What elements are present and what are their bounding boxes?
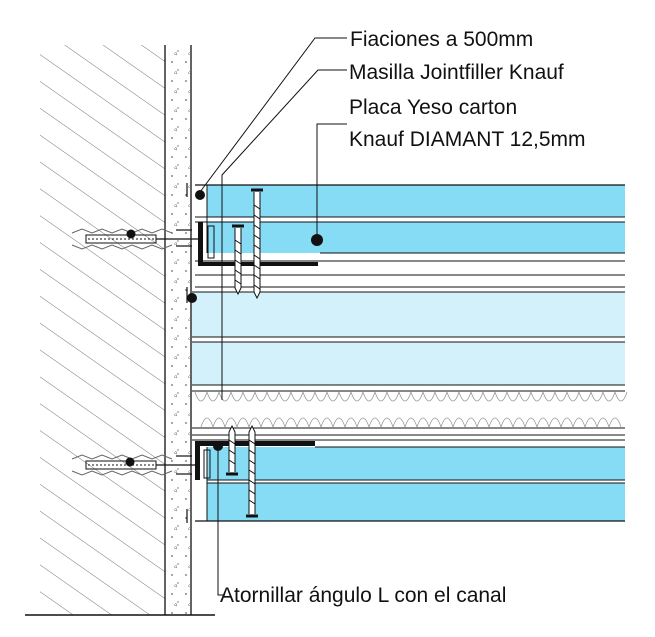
- label-masilla: Masilla Jointfiller Knauf: [349, 61, 564, 84]
- render-layer: [166, 45, 192, 615]
- leader-atornillar: [217, 446, 225, 596]
- screw-upper-1: [251, 188, 263, 300]
- label-atornillar: Atornillar ángulo L con el canal: [220, 584, 506, 607]
- lower-l-angle: [195, 441, 315, 480]
- screw-lower-2: [246, 424, 258, 518]
- leader-fijaciones: [199, 37, 347, 193]
- label-placa-line1: Placa Yeso carton: [349, 96, 517, 119]
- label-fijaciones: Fiaciones a 500mm: [350, 28, 533, 51]
- render-ticks: [176, 183, 192, 523]
- screw-upper-2: [232, 224, 244, 296]
- upper-board-pack: [195, 184, 625, 288]
- leader-placa: [316, 123, 347, 240]
- lower-wall-anchor: [71, 454, 195, 476]
- insulation-layer: [192, 390, 628, 429]
- masonry-wall: [0, 45, 166, 615]
- leader-lines: [199, 37, 347, 596]
- screw-lower-1: [226, 424, 238, 476]
- screws: [226, 188, 263, 518]
- label-placa-line2: Knauf DIAMANT 12,5mm: [349, 128, 586, 151]
- middle-light-boards: [192, 291, 625, 386]
- lower-board-pack: [192, 434, 625, 522]
- leader-masilla: [221, 69, 347, 400]
- upper-l-angle: [198, 222, 318, 266]
- upper-wall-anchor: [71, 228, 198, 250]
